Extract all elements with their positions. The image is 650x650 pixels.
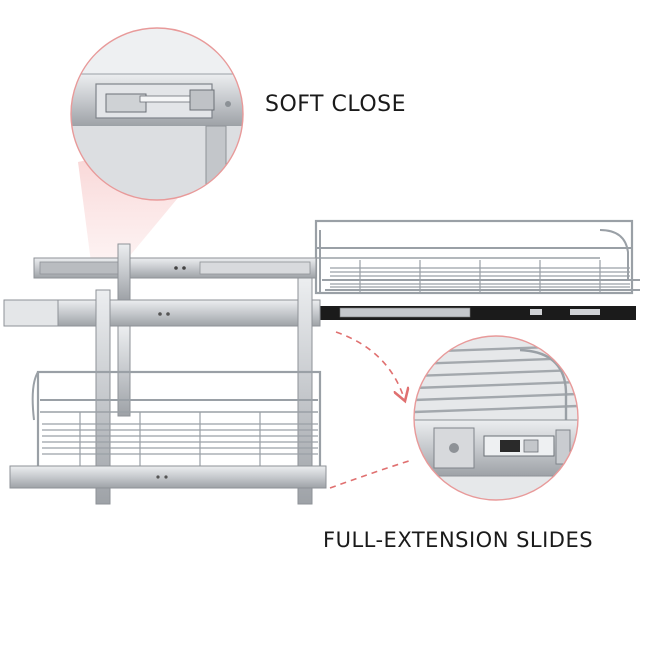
soft-close-label: SOFT CLOSE [265,92,406,117]
soft-close-detail-icon [71,28,243,200]
callout-arrow-bottom [329,459,413,489]
callout-arrow-top [335,331,404,398]
full-extension-label: FULL-EXTENSION SLIDES [323,528,594,552]
uprights [95,243,313,505]
lower-basket [31,370,322,470]
lower-base-rail [9,465,327,489]
slide-bracket-detail-icon [414,336,578,500]
upper-basket [314,219,640,295]
